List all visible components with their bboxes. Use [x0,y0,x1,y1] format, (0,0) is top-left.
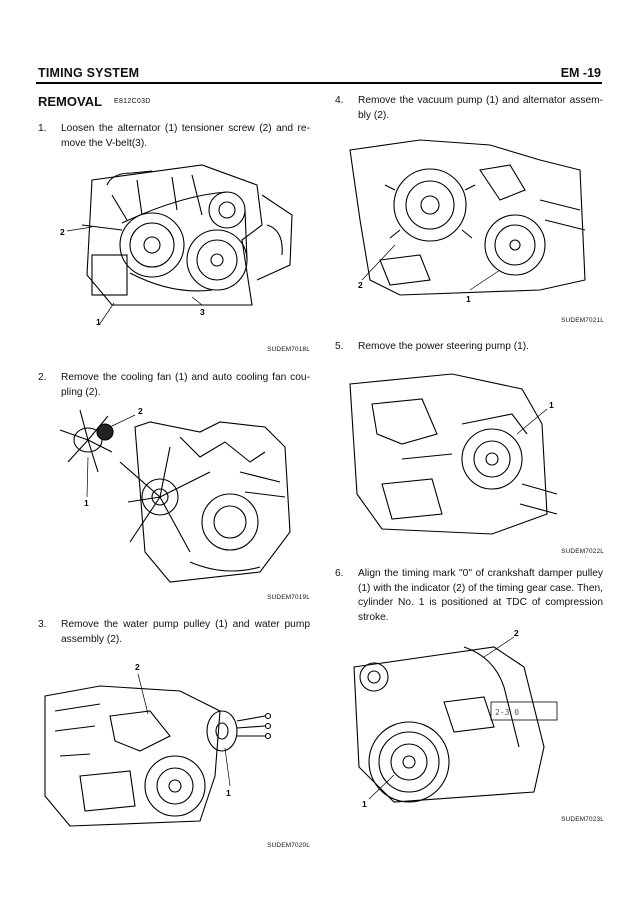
timing-mark-text: 2-3 0 [495,708,519,717]
figure-vacuum-pump: 2 1 [340,130,605,310]
step-4-text: Remove the vacuum pump (1) and alternato… [358,95,603,121]
removal-heading: REMOVAL [38,94,103,109]
fig3-callout-1: 1 [226,788,231,798]
fig2-callout-2: 2 [138,406,143,416]
step-2: 2. Remove the cooling fan (1) and auto c… [38,371,310,401]
step-3-text: Remove the water pump pulley (1) and wat… [61,619,310,645]
fig6-callout-1: 1 [362,799,367,809]
figure-code-6: SUDEM7023L [561,816,604,823]
figure-code-5: SUDEM7022L [561,548,604,555]
figure-water-pump: 2 1 [40,656,310,836]
step-4: 4. Remove the vacuum pump (1) and altern… [335,94,603,124]
section-code: E812C03D [114,98,151,105]
figure-cooling-fan: 2 1 [50,402,312,590]
step-6-text: Align the timing mark "0" of crankshaft … [358,568,603,623]
step-1-text: Loosen the alternator (1) tensioner scre… [61,123,310,149]
step-5: 5. Remove the power steering pump (1). [335,340,603,356]
fig6-callout-2: 2 [514,628,519,638]
step-6: 6. Align the timing mark "0" of cranksha… [335,567,603,629]
page-number: EM -19 [560,66,601,80]
figure-code-1: SUDEM7018L [267,346,310,353]
step-6-number: 6. [335,568,344,579]
fig5-callout-1: 1 [549,400,554,410]
step-4-number: 4. [335,95,344,106]
figure-crankshaft-pulley: 2-3 0 2 1 [344,627,606,812]
fig4-callout-2: 2 [358,280,363,290]
figure-code-2: SUDEM7019L [267,594,310,601]
step-3-number: 3. [38,619,47,630]
figure-alternator-belt: 2 1 3 [52,155,312,325]
fig3-callout-2: 2 [135,662,140,672]
step-5-number: 5. [335,341,344,352]
step-2-number: 2. [38,372,47,383]
figure-power-steering-pump: 1 [342,364,604,544]
fig2-callout-1: 1 [84,498,89,508]
step-3: 3. Remove the water pump pulley (1) and … [38,618,310,648]
step-1-number: 1. [38,123,47,134]
header-rule [36,82,602,84]
fig1-callout-1: 1 [96,317,101,325]
step-5-text: Remove the power steering pump (1). [358,341,530,352]
fig1-callout-3: 3 [200,307,205,317]
fig1-callout-2: 2 [60,227,65,237]
step-1: 1. Loosen the alternator (1) tensioner s… [38,122,310,152]
step-2-text: Remove the cooling fan (1) and auto cool… [61,372,310,398]
fig4-callout-1: 1 [466,294,471,304]
figure-code-4: SUDEM7021L [561,317,604,324]
section-header-title: TIMING SYSTEM [38,66,140,80]
figure-code-3: SUDEM7020L [267,842,310,849]
